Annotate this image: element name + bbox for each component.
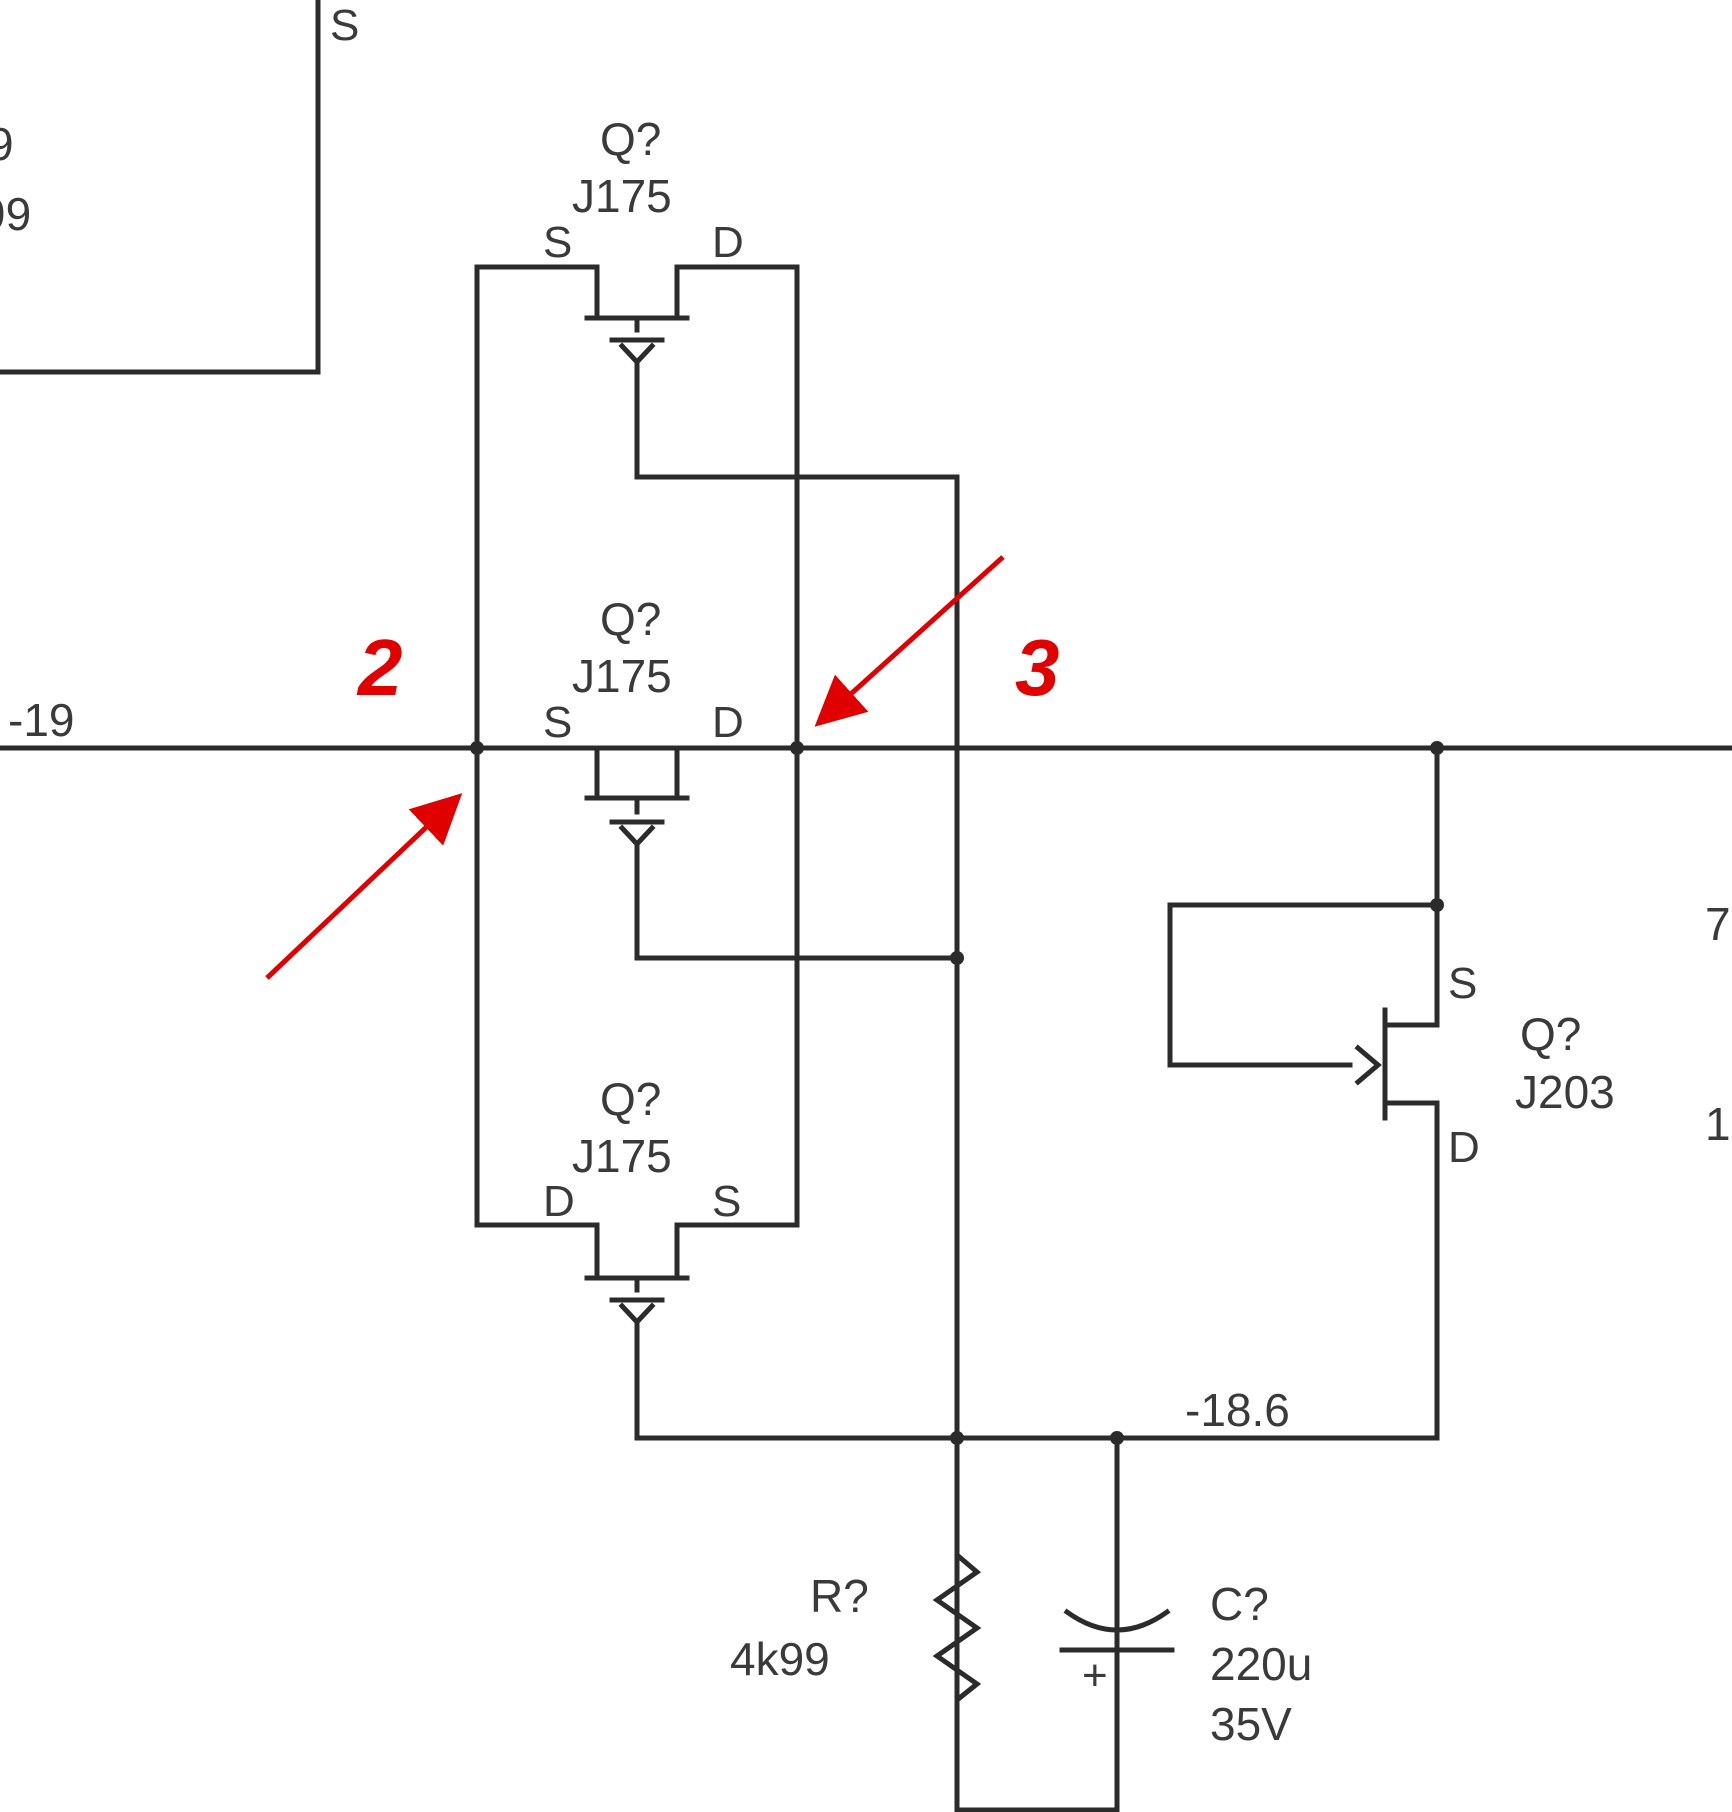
partial-right-ref-fragment: 7 bbox=[1705, 898, 1731, 950]
junctions bbox=[470, 741, 1444, 1445]
partial-wire-top-left bbox=[0, 0, 321, 375]
partial-pin-label: S bbox=[330, 1, 359, 50]
jfet-q-right: S D Q? J203 bbox=[1167, 745, 1615, 1441]
jfet-q-top: Q? J175 S D bbox=[474, 113, 960, 480]
net-label-output: -18.6 bbox=[1185, 1384, 1290, 1436]
jfet-mid-ref: Q? bbox=[600, 593, 661, 645]
jfet-bot-left-lead bbox=[474, 1222, 600, 1281]
resistor-zigzag bbox=[932, 1542, 982, 1713]
jfet-right-ref: Q? bbox=[1520, 1008, 1581, 1060]
jfet-top-gate-wire bbox=[634, 359, 960, 480]
jfet-q-middle: Q? J175 S D bbox=[543, 593, 960, 961]
annotations: 2 3 bbox=[265, 555, 1060, 980]
annotation-arrow-left bbox=[265, 793, 463, 980]
jfet-right-pin-drain: D bbox=[1448, 1123, 1480, 1172]
capacitor-voltage: 35V bbox=[1210, 1698, 1292, 1750]
jfet-top-pin-left: S bbox=[543, 218, 572, 267]
partial-value-fragment: 99 bbox=[0, 188, 31, 240]
capacitor-curved-plate bbox=[1063, 1608, 1171, 1633]
annotation-marker-2: 2 bbox=[356, 623, 403, 712]
junction-source-node bbox=[1430, 898, 1444, 912]
jfet-bot-right-lead bbox=[674, 1222, 800, 1281]
junction-bottom-node bbox=[950, 1431, 964, 1445]
resistor-r: R? 4k99 bbox=[730, 1542, 982, 1713]
jfet-top-pin-right: D bbox=[712, 218, 744, 267]
jfet-right-pin-source: S bbox=[1448, 959, 1477, 1008]
jfet-mid-gate-wire bbox=[634, 841, 960, 961]
jfet-top-ref: Q? bbox=[600, 113, 661, 165]
capacitor-c: + C? 220u 35V bbox=[1059, 1578, 1312, 1750]
partial-ref-fragment: 9 bbox=[0, 118, 14, 170]
resistor-value: 4k99 bbox=[730, 1633, 830, 1685]
jfet-bot-pin-left: D bbox=[543, 1177, 575, 1226]
capacitor-value: 220u bbox=[1210, 1638, 1312, 1690]
capacitor-polarity: + bbox=[1082, 1651, 1108, 1700]
jfet-mid-pin-right: D bbox=[712, 698, 744, 747]
jfet-top-left-lead bbox=[474, 264, 600, 321]
jfet-mid-pin-left: S bbox=[543, 698, 572, 747]
annotation-arrow-right bbox=[814, 555, 1005, 727]
junction-right-node bbox=[790, 741, 804, 755]
junction-capacitor-node bbox=[1110, 1431, 1124, 1445]
resistor-ref: R? bbox=[810, 1570, 869, 1622]
net-label-input: -19 bbox=[8, 694, 74, 746]
capacitor-ref: C? bbox=[1210, 1578, 1269, 1630]
partial-component-top-left: S 9 99 bbox=[0, 0, 359, 375]
partial-right-value-fragment: 1 bbox=[1705, 1098, 1731, 1150]
jfet-right-value: J203 bbox=[1515, 1066, 1615, 1118]
jfet-bot-pin-right: S bbox=[712, 1177, 741, 1226]
partial-component-right: 7 1 bbox=[1705, 898, 1731, 1150]
jfet-top-value: J175 bbox=[572, 170, 672, 222]
jfet-bot-value: J175 bbox=[572, 1130, 672, 1182]
junction-output-node bbox=[1430, 741, 1444, 755]
jfet-right-gate-arrow bbox=[1354, 1044, 1382, 1086]
jfet-right-gate-loop bbox=[1167, 902, 1440, 1068]
junction-left-node bbox=[470, 741, 484, 755]
annotation-marker-3: 3 bbox=[1015, 623, 1060, 712]
junction-gate-node bbox=[950, 951, 964, 965]
jfet-top-right-lead bbox=[674, 264, 800, 321]
jfet-bot-ref: Q? bbox=[600, 1073, 661, 1125]
jfet-q-bottom: Q? J175 D S bbox=[474, 1073, 800, 1441]
jfet-mid-value: J175 bbox=[572, 650, 672, 702]
